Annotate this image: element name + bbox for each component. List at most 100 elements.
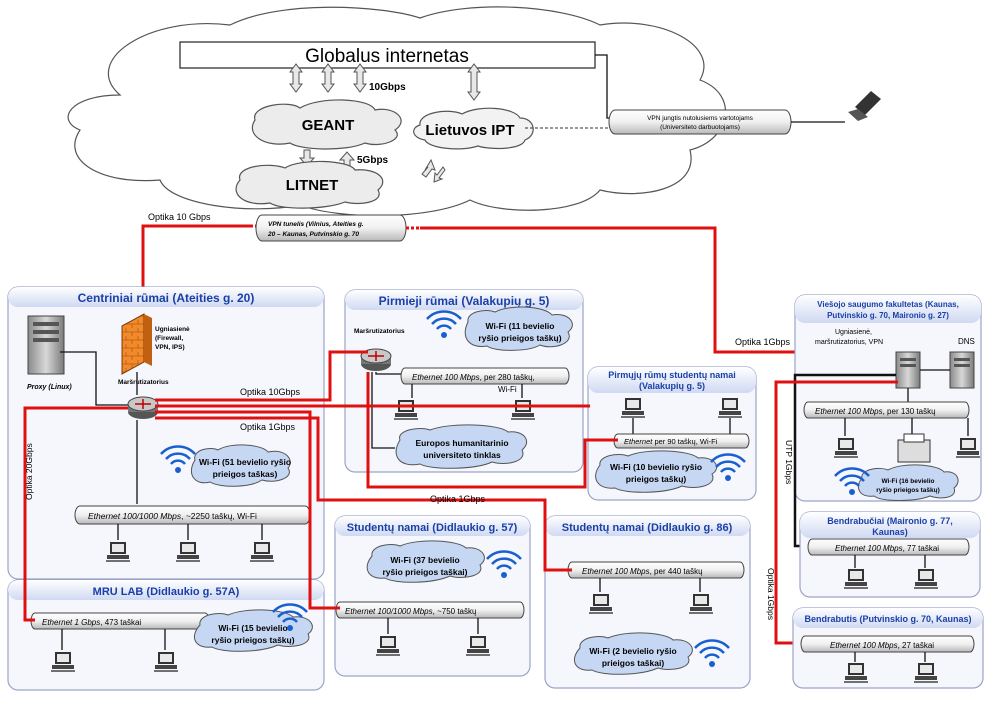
first-wifi-label-2: ryšio prieigos taškų): [478, 333, 561, 343]
dorm57-wifi-cloud: [366, 540, 485, 583]
dorm86-wifi-label-2: prieigos taškai): [602, 658, 665, 668]
litnet-label: LITNET: [286, 177, 339, 194]
central-router-label: Maršrutizatorius: [118, 379, 169, 386]
firewall-icon: [121, 313, 152, 375]
lietuvos-ipt-cloud: [413, 107, 534, 150]
geant-label: GEANT: [302, 117, 355, 134]
optika-1g-mid-label: Optika 1Gbps: [430, 494, 486, 504]
ehu-label-2: universiteto tinklas: [423, 450, 501, 460]
first-dorm-wifi-label-2: prieigos taškų): [626, 474, 687, 484]
first-ehu-link: [371, 372, 395, 449]
dorm-maironio-title-1: Bendrabučiai (Maironio g. 77,: [827, 516, 953, 526]
first-wifi-label-1: Wi-Fi (11 bevielio: [486, 321, 555, 331]
dorm57-wifi-label-2: ryšio prieigos taškai): [382, 567, 467, 577]
dorm86-ethernet-label: Ethernet 100 Mbps, per 440 taškų: [582, 567, 703, 576]
dorm-maironio-title-2: Kaunas): [872, 527, 908, 537]
dorm-maironio-ethernet-label: Ethernet 100 Mbps, 77 taškai: [835, 544, 939, 553]
optika-vert-link: [774, 380, 898, 645]
dorm86-title: Studentų namai (Didlaukio g. 86): [562, 522, 733, 534]
public-security-fw-label-2: maršrutizatorius, VPN: [815, 339, 883, 346]
first-dorm-title-2: (Valakupių g. 5): [639, 381, 705, 391]
dns-server-icon: [949, 351, 975, 389]
mrulab-wifi-label-1: Wi-Fi (15 bevielio: [218, 623, 287, 633]
first-dorm-title-1: Pirmųjų rūmų studentų namai: [608, 370, 736, 380]
dorm57-wifi-label-1: Wi-Fi (37 bevielio: [390, 555, 459, 565]
first-dorm-ethernet-label: Ethernet per 90 taškų, Wi-Fi: [624, 437, 718, 446]
dorm57-panel: [334, 515, 531, 677]
proxy-server-icon: [27, 315, 65, 375]
firewall-label-1: Ugniasienė: [155, 326, 190, 333]
central-router-icon: [127, 396, 159, 420]
vpn-tunnel-label-2: 20 – Kaunas, Putvinskio g. 70: [267, 231, 359, 238]
public-security-header: [795, 295, 981, 323]
laptop-icon: [848, 91, 881, 121]
central-dorm86-red: [155, 416, 572, 572]
optika-20g-label: Optika 20Gbps: [24, 443, 34, 500]
proxy-label: Proxy (Linux): [27, 384, 72, 391]
central-wifi-label-1: Wi-Fi (51 bevielio ryšio: [199, 457, 291, 467]
central-wifi-cloud: [190, 444, 291, 487]
mrulab-ethernet-label: Ethernet 1 Gbps, 473 taškai: [42, 618, 141, 627]
public-security-ethernet-label: Ethernet 100 Mbps, per 130 taškų: [815, 407, 936, 416]
dorm57-title: Studentų namai (Didlaukio g. 57): [347, 522, 518, 534]
first-dorm-ethernet-bus: [613, 433, 750, 449]
first-ethernet-bus: [400, 367, 570, 385]
first-dorm-wifi-label-1: Wi-Fi (10 bevielio ryšio: [610, 462, 702, 472]
vpn-users-label-1: VPN jungtis nutolusiems vartotojams: [647, 115, 754, 122]
dorm57-ethernet-bus: [335, 601, 525, 619]
dorm57-header: [335, 516, 530, 536]
first-building-header: [345, 290, 583, 310]
vpn-tunnel: [255, 214, 407, 242]
first-firstdorm-red: [366, 372, 618, 489]
mrulab-title: MRU LAB (Didlaukio g. 57A): [93, 586, 240, 598]
public-security-wifi-label-2: ryšio prieigos taškų): [876, 487, 940, 494]
mrulab-wifi-label-2: ryšio prieigos taškų): [211, 635, 294, 645]
firewall-label-3: VPN, IPS): [155, 344, 185, 351]
dorm86-wifi-label-1: Wi-Fi (2 bevielio ryšio: [589, 646, 676, 656]
first-ethernet-label-2: Wi-Fi: [498, 385, 517, 394]
kaunas-firewall-server-icon: [895, 351, 921, 389]
updown-arrows: [289, 63, 481, 101]
dorm-putvinskio-title: Bendrabutis (Putvinskio g. 70, Kaunas): [804, 614, 971, 624]
ehu-label-1: Europos humanitarinio: [415, 438, 508, 448]
firewall-label-2: (Firewall,: [155, 335, 183, 342]
optika-10g-top-label: Optika 10 Gbps: [148, 212, 211, 222]
public-security-wifi-label-1: Wi-Fi (16 bevielio: [881, 478, 934, 485]
central-ethernet-label: Ethernet 100/1000 Mbps, ~2250 taškų, Wi-…: [88, 511, 257, 521]
dorm-putvinskio-ethernet-bus: [800, 635, 975, 653]
public-security-wifi-cloud: [858, 464, 959, 501]
dns-label: DNS: [958, 337, 975, 346]
kaunas-uplink-red: [420, 226, 825, 354]
bandwidth-10g-label: 10Gbps: [369, 82, 406, 93]
first-building-title: Pirmieji rūmai (Valakupių g. 5): [379, 294, 550, 308]
central-dorm57-red: [155, 410, 340, 610]
vpn-users-tunnel: [608, 109, 792, 135]
proxy-router-link: [60, 351, 130, 406]
dorm-maironio-header: [800, 512, 980, 538]
first-ethernet-label: Ethernet 100 Mbps, per 280 taškų,: [412, 373, 535, 382]
dorm-maironio-ethernet-bus: [807, 538, 970, 556]
optika-1g-a-label: Optika 1Gbps: [240, 422, 296, 432]
central-first-red: [155, 350, 368, 402]
ehu-network-cloud: [395, 424, 527, 469]
mrulab-wifi-cloud: [193, 609, 313, 652]
first-dorm-wifi-cloud: [595, 450, 717, 493]
bandwidth-5g-label: 5Gbps: [357, 155, 389, 166]
dorm86-header: [545, 516, 750, 536]
public-security-title-2: Putvinskio g. 70, Maironio g. 27): [827, 311, 949, 320]
optika-1g-vert-label: Optika 1Gbps: [766, 568, 776, 620]
public-security-title-1: Viešojo saugumo fakultetas (Kaunas,: [817, 300, 959, 309]
utp-1g-label: UTP 1Gbps: [784, 440, 794, 484]
central-title: Centriniai rūmai (Ateities g. 20): [78, 291, 255, 305]
central-panel-header: [8, 287, 324, 307]
dorm86-wifi-cloud: [573, 632, 693, 675]
vpn-tunnel-label-1: VPN tunelis (Vilnius, Ateities g.: [268, 221, 364, 228]
litnet-cloud: [235, 160, 384, 209]
central-wifi-label-2: prieigos taškas): [213, 469, 278, 479]
first-wifi-cloud: [464, 306, 573, 351]
first-dorm-header: [588, 367, 756, 393]
first-router-label: Maršrutizatorius: [354, 328, 405, 335]
dorm57-ethernet-label: Ethernet 100/1000 Mbps, ~750 taškų: [345, 607, 477, 616]
optika-10g-label: Optika 10Gbps: [240, 387, 301, 397]
